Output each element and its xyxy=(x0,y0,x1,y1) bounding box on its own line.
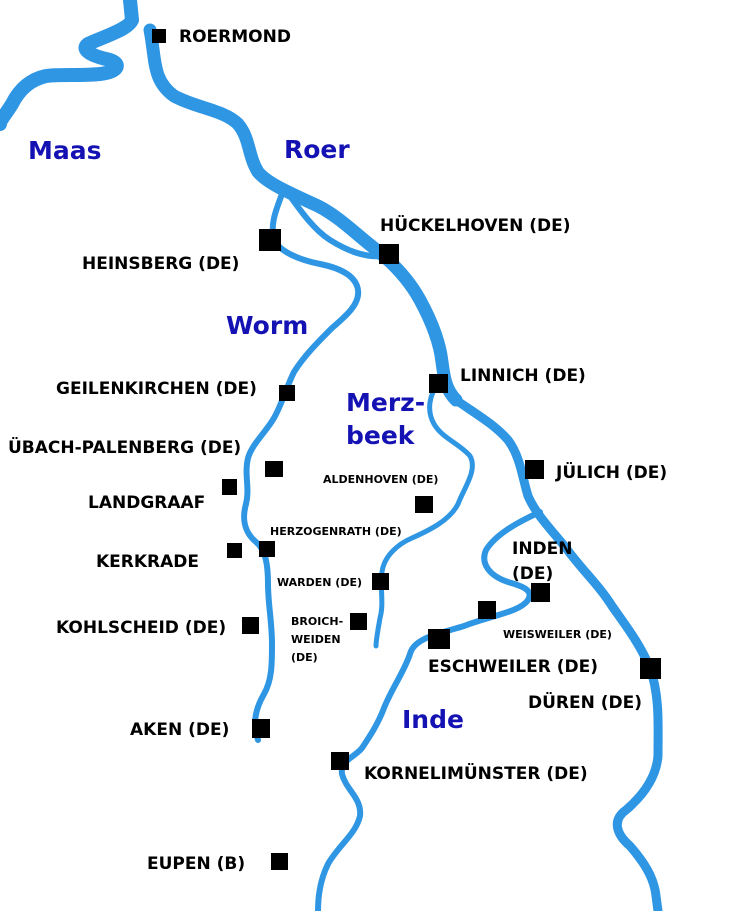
river-label-inde: Inde xyxy=(402,705,464,734)
marker-herzogenrath xyxy=(259,541,275,557)
river-labels: Maas Roer Worm Merz- beek Inde xyxy=(28,135,464,734)
label-geilenkirchen: GEILENKIRCHEN (DE) xyxy=(56,379,257,399)
label-landgraaf: LANDGRAAF xyxy=(88,493,205,513)
marker-weisweiler xyxy=(478,601,496,619)
label-ubach-palenberg: ÜBACH-PALENBERG (DE) xyxy=(8,436,241,458)
label-eupen: EUPEN (B) xyxy=(147,854,245,874)
label-inden-line1: INDEN xyxy=(512,539,573,559)
river-roer xyxy=(143,23,463,407)
marker-kerkrade xyxy=(227,543,242,558)
label-broichweiden-line3: (DE) xyxy=(291,651,318,664)
marker-linnich xyxy=(429,374,448,393)
label-inden-line2: (DE) xyxy=(512,564,553,584)
town-labels: ROERMOND HEINSBERG (DE) HÜCKELHOVEN (DE)… xyxy=(8,27,667,874)
label-duren: DÜREN (DE) xyxy=(528,691,642,713)
river-maas xyxy=(0,0,139,131)
marker-landgraaf xyxy=(222,479,237,495)
label-huckelhoven: HÜCKELHOVEN (DE) xyxy=(380,214,571,236)
label-roermond: ROERMOND xyxy=(179,27,291,47)
label-kornelimunster: KORNELIMÜNSTER (DE) xyxy=(364,762,588,784)
marker-kohlscheid xyxy=(242,617,259,634)
marker-eschweiler xyxy=(428,629,450,649)
river-label-roer: Roer xyxy=(284,135,350,164)
river-merzbeek xyxy=(373,381,475,649)
label-aldenhoven: ALDENHOVEN (DE) xyxy=(323,473,438,486)
river-label-worm: Worm xyxy=(226,311,308,340)
river-network xyxy=(0,0,663,911)
label-broichweiden-line2: WEIDEN xyxy=(291,633,341,646)
river-inde xyxy=(315,509,543,911)
river-worm xyxy=(241,191,362,743)
label-weisweiler: WEISWEILER (DE) xyxy=(503,628,612,641)
marker-aldenhoven xyxy=(415,496,433,513)
marker-warden xyxy=(372,573,389,590)
marker-roermond xyxy=(152,29,166,43)
label-warden: WARDEN (DE) xyxy=(277,576,362,589)
marker-duren xyxy=(640,658,661,679)
river-label-merzbeek-line1: Merz- xyxy=(346,388,425,417)
marker-inden xyxy=(531,583,550,602)
label-julich: JÜLICH (DE) xyxy=(555,461,667,483)
label-aken: AKEN (DE) xyxy=(130,720,229,740)
marker-julich xyxy=(525,460,544,479)
label-kerkrade: KERKRADE xyxy=(96,552,199,572)
label-herzogenrath: HERZOGENRATH (DE) xyxy=(270,525,402,538)
marker-eupen xyxy=(271,853,288,870)
marker-broichweiden xyxy=(350,613,367,630)
town-markers xyxy=(152,29,661,870)
label-eschweiler: ESCHWEILER (DE) xyxy=(428,657,598,677)
river-label-merzbeek-line2: beek xyxy=(346,421,416,450)
marker-aken xyxy=(252,719,270,738)
label-heinsberg: HEINSBERG (DE) xyxy=(82,254,239,274)
river-label-maas: Maas xyxy=(28,136,102,165)
marker-ubach-palenberg xyxy=(265,461,283,477)
marker-kornelimunster xyxy=(331,752,349,770)
river-roer-side-arm xyxy=(287,193,387,260)
marker-geilenkirchen xyxy=(279,385,295,401)
label-kohlscheid: KOHLSCHEID (DE) xyxy=(56,618,226,638)
marker-huckelhoven xyxy=(379,244,399,264)
marker-heinsberg xyxy=(259,229,281,251)
river-roer-lower xyxy=(451,395,663,911)
label-broichweiden-line1: BROICH- xyxy=(291,615,343,628)
label-linnich: LINNICH (DE) xyxy=(460,366,586,386)
